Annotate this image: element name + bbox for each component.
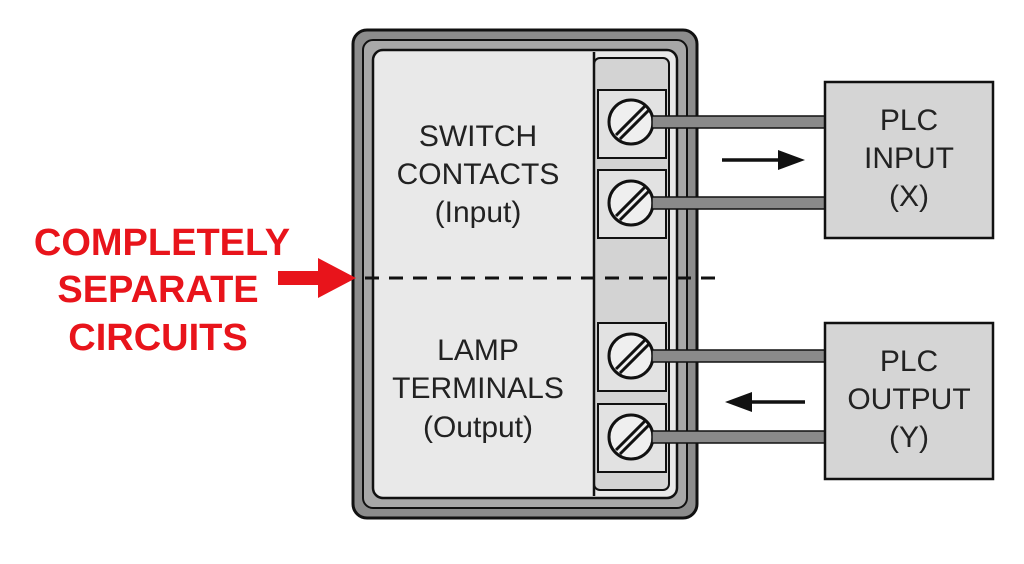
lamp-terminals-line-3: (Output) [423,411,533,444]
annotation-line-2: SEPARATE [57,269,258,311]
wire-input-1 [651,115,827,129]
plc-input-box: PLC INPUT (X) [823,80,995,240]
lamp-terminals-line-1: LAMP [437,334,519,367]
screw-icon [607,179,655,227]
arrow-left-icon [725,392,805,412]
annotation-line-1: COMPLETELY [34,222,290,264]
terminal-block-3 [597,322,667,392]
plc-output-line-2: OUTPUT [847,383,970,416]
red-arrow-icon [278,258,356,298]
switch-contacts-line-1: SWITCH [419,120,537,153]
wire-output-1 [651,349,827,363]
lamp-terminals-line-2: TERMINALS [392,372,564,405]
wire-input-2 [651,196,827,210]
annotation-line-3: CIRCUITS [68,317,247,359]
arrow-right-icon [722,150,805,170]
plc-input-line-3: (X) [889,180,929,213]
plc-input-line-2: INPUT [864,142,954,175]
plc-input-line-1: PLC [880,104,938,137]
switch-contacts-line-3: (Input) [435,196,522,229]
switch-contacts-line-2: CONTACTS [397,158,560,191]
screw-icon [607,413,655,461]
input-wires [651,115,827,210]
screw-icon [607,332,655,380]
switch-contacts-label: SWITCH CONTACTS (Input) [397,120,560,229]
annotation-group: COMPLETELY SEPARATE CIRCUITS [34,222,356,359]
wire-output-2 [651,430,827,444]
plc-output-box: PLC OUTPUT (Y) [823,321,995,481]
lamp-terminals-label: LAMP TERMINALS (Output) [392,334,564,444]
plc-output-line-1: PLC [880,345,938,378]
screw-icon [607,98,655,146]
plc-output-line-3: (Y) [889,421,929,454]
output-wires [651,349,827,444]
